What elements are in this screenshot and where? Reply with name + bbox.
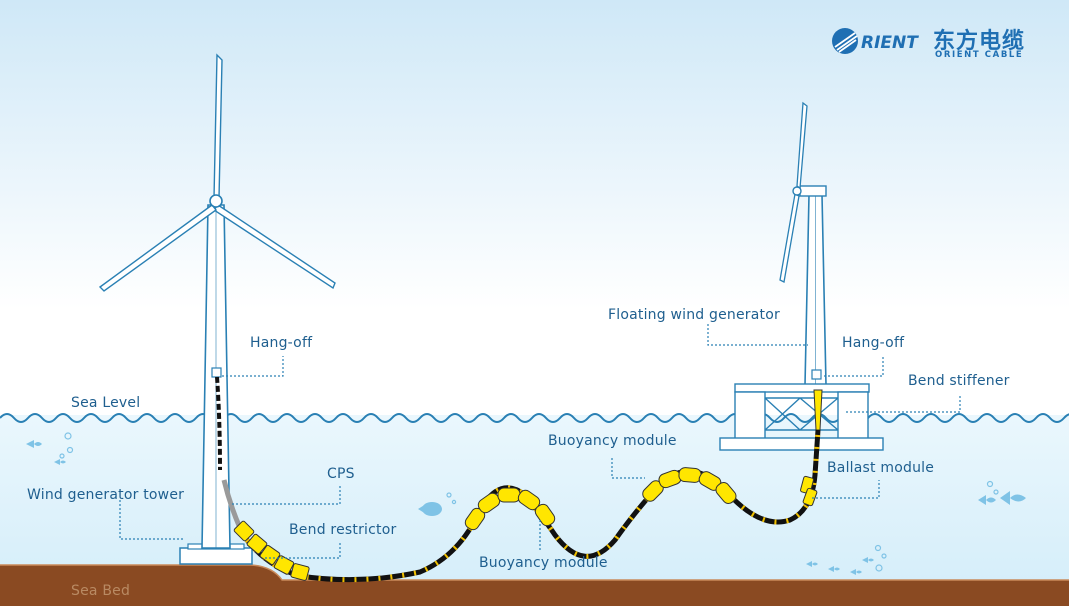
label-bend-restrictor: Bend restrictor xyxy=(289,522,397,538)
orient-cable-logo-icon: RIENT xyxy=(832,28,919,54)
brand-logo: RIENT 东方电缆 ORIENT CABLE xyxy=(830,22,1040,64)
svg-text:RIENT: RIENT xyxy=(861,33,919,53)
floating-wind-turbine xyxy=(719,101,884,451)
buoyancy-modules-2 xyxy=(642,467,737,504)
ballast-module xyxy=(800,475,818,507)
sea-bed-edge xyxy=(0,564,1069,581)
label-bend-stiffener: Bend stiffener xyxy=(908,373,1010,389)
label-sea-bed: Sea Bed xyxy=(71,583,131,599)
bend-restrictor xyxy=(233,520,310,581)
label-hang-off-right: Hang-off xyxy=(842,335,905,351)
label-wind-generator-tower: Wind generator tower xyxy=(27,487,185,503)
label-floating-wind-generator: Floating wind generator xyxy=(608,307,780,323)
sky xyxy=(0,0,1069,430)
label-hang-off-left: Hang-off xyxy=(250,335,313,351)
bubbles xyxy=(59,432,999,572)
sea-level-wave xyxy=(0,413,1069,423)
brand-name-en: ORIENT CABLE xyxy=(935,50,1024,60)
label-ballast-module: Ballast module xyxy=(827,460,935,476)
dynamic-cable xyxy=(237,429,821,583)
leader-lines xyxy=(119,324,961,559)
sea-bed xyxy=(0,565,1069,606)
fish-group xyxy=(26,440,1026,575)
label-sea-level: Sea Level xyxy=(71,395,141,411)
buoyancy-modules-1 xyxy=(464,487,556,531)
fixed-wind-turbine xyxy=(98,53,336,565)
label-buoyancy-module-bottom: Buoyancy module xyxy=(479,555,608,571)
label-cps: CPS xyxy=(327,466,355,482)
label-buoyancy-module-top: Buoyancy module xyxy=(548,433,677,449)
brand-name-cn: 东方电缆 xyxy=(933,29,1026,54)
